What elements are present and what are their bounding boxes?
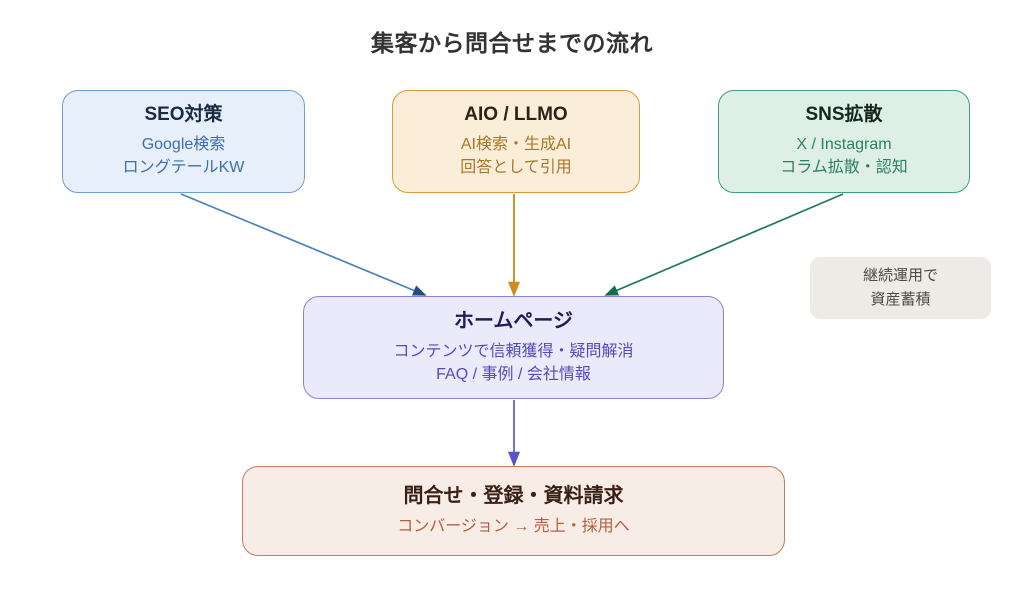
arrow-sns-to-homepage [604,193,844,296]
node-sns-title: SNS拡散 [805,104,883,126]
arrow-seo-to-homepage [180,193,427,296]
node-seo[interactable]: SEO対策 Google検索 ロングテールKW [62,90,305,193]
node-sidenote: 継続運用で 資産蓄積 [810,257,991,319]
node-seo-title: SEO対策 [144,104,223,126]
node-conversion[interactable]: 問合せ・登録・資料請求 コンバージョン → 売上・採用へ [242,466,785,556]
node-aio[interactable]: AIO / LLMO AI検索・生成AI 回答として引用 [392,90,640,193]
node-conversion-title: 問合せ・登録・資料請求 [403,484,624,507]
node-sidenote-line2: 資産蓄積 [870,291,931,308]
node-sns-line2: コラム拡散・認知 [780,159,908,177]
node-homepage[interactable]: ホームページ コンテンツで信頼獲得・疑問解消 FAQ / 事例 / 会社情報 [303,296,724,399]
node-conversion-line1: コンバージョン → 売上・採用へ [397,517,630,535]
node-homepage-line2: FAQ / 事例 / 会社情報 [436,366,591,383]
node-sns[interactable]: SNS拡散 X / Instagram コラム拡散・認知 [718,90,970,193]
node-sns-line1: X / Instagram [796,136,892,154]
page-title: 集客から問合せまでの流れ [371,30,653,56]
node-aio-title: AIO / LLMO [464,104,568,126]
node-homepage-line1: コンテンツで信頼獲得・疑問解消 [393,342,634,360]
node-homepage-title: ホームページ [454,309,573,332]
node-seo-line2: ロングテールKW [122,159,245,177]
node-sidenote-line1: 継続運用で [862,267,938,284]
node-aio-line1: AI検索・生成AI [460,136,572,154]
node-seo-line1: Google検索 [141,136,226,154]
node-aio-line2: 回答として引用 [460,159,572,177]
